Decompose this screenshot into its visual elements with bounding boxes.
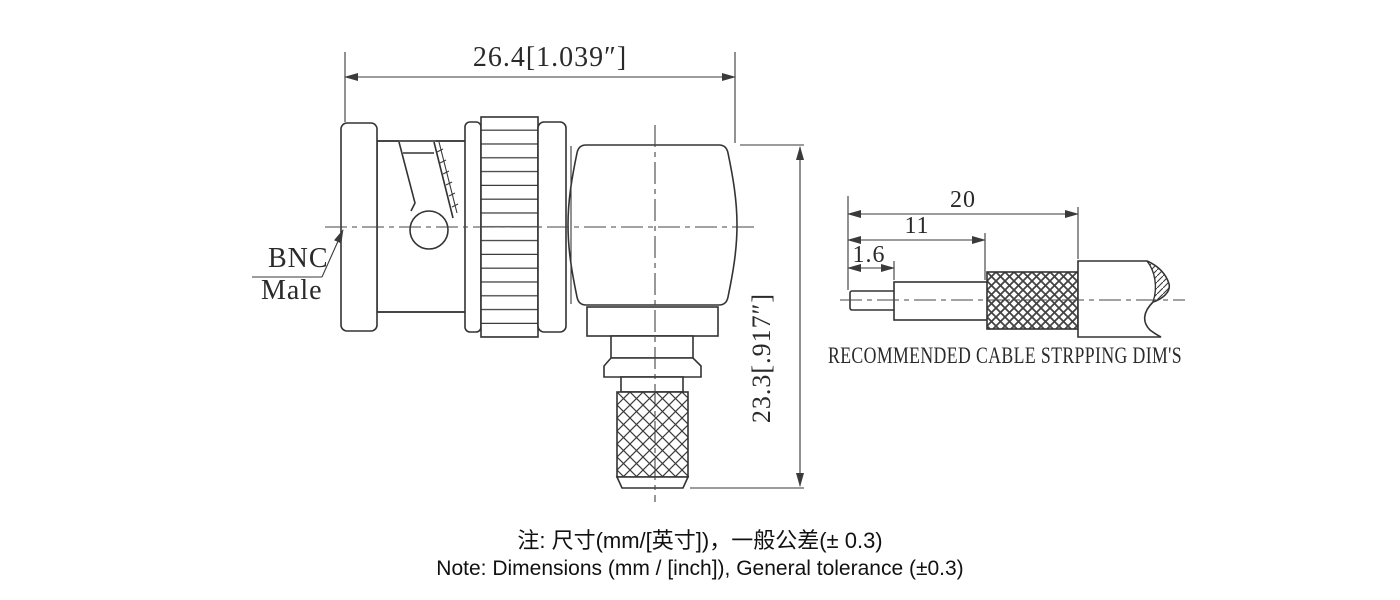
note-line-zh: 注: 尺寸(mm/[英寸])，一般公差(± 0.3) (517, 528, 882, 553)
note-line-en: Note: Dimensions (mm / [inch]), General … (436, 557, 963, 580)
slot-edge-hatching (436, 148, 459, 208)
ferrule-neck (620, 376, 684, 393)
slot-left-edge (398, 141, 416, 212)
dim-label-1-6: 1.6 (853, 242, 886, 268)
label-male: Male (261, 275, 323, 306)
notes: 注: 尺寸(mm/[英寸])，一般公差(± 0.3) Note: Dimensi… (436, 528, 963, 580)
leader-arrow (321, 229, 344, 278)
cable-jacket-cut-section (1146, 260, 1170, 304)
bayonet-hole (409, 210, 449, 250)
rear-nut-top (610, 335, 694, 359)
dim-label-20: 20 (950, 187, 976, 213)
bnc-connector-drawing: 26.4[1.039″] 23.3[.917″] BNC Male (252, 42, 804, 502)
body-outline (377, 140, 467, 313)
slot-right-edge-inner (438, 141, 458, 214)
caption-cable-stripping: RECOMMENDED CABLE STRPPING DIM'S (828, 343, 1182, 368)
dimension-cable-total: 20 (847, 187, 1079, 290)
dim-label-width: 26.4[1.039″] (473, 42, 627, 73)
dimension-cable-conductor: 1.6 (847, 242, 895, 280)
dimension-cable-braid: 11 (847, 213, 986, 280)
dimension-width: 26.4[1.039″] (344, 42, 736, 143)
dim-label-height: 23.3[.917″] (747, 293, 776, 423)
body-step-block (586, 306, 719, 337)
right-angle-barrel (567, 144, 738, 306)
bnc-male-label: BNC Male (252, 229, 344, 306)
cable-dielectric (893, 281, 989, 321)
cable-stripping-drawing: 20 11 1.6 RECOMMENDED CABLE STRPPING DIM… (828, 187, 1185, 368)
dim-label-11: 11 (904, 213, 929, 239)
ferrule-end-cap (615, 476, 690, 489)
slot-right-edge-outer (433, 141, 454, 219)
crimp-ferrule-knurl (616, 391, 689, 478)
bayonet-slot (398, 141, 459, 250)
rear-nut-flange (603, 357, 702, 378)
dimension-height: 23.3[.917″] (690, 144, 804, 489)
label-bnc: BNC (268, 243, 329, 274)
